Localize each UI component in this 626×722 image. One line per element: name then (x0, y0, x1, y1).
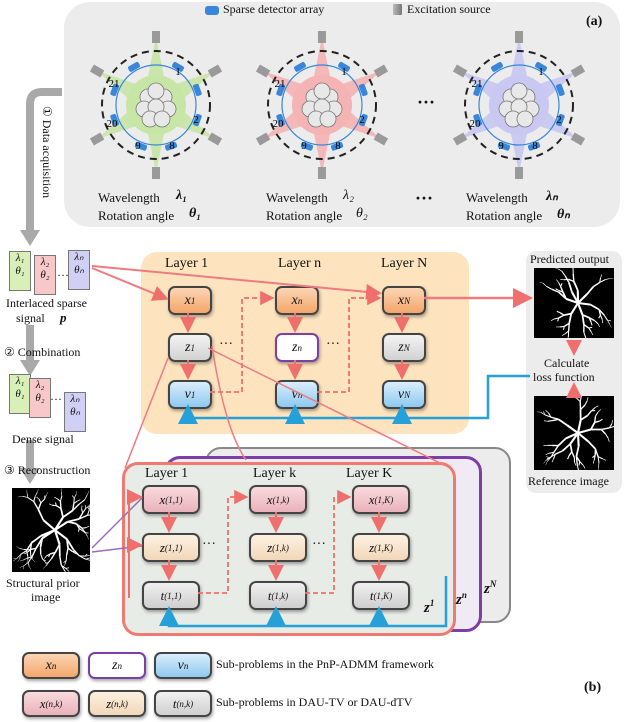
admm-layer-1-title: Layer 1 (165, 256, 209, 271)
dau-t-k: t(1,k) (249, 581, 307, 610)
legend-z-nk: z(n,k) (88, 690, 146, 717)
dense-dots: ··· (50, 392, 62, 406)
detector-legend-icon (205, 6, 219, 15)
detector-legend-label: Sparse detector array (223, 2, 325, 16)
interlaced-label-var: p (60, 310, 67, 325)
dau-z-K: z(1,K) (352, 533, 410, 562)
panel-b-label: (b) (584, 680, 602, 695)
view-1-lambda: λ₁ (176, 188, 188, 203)
dau-x-k: x(1,k) (249, 485, 307, 514)
view-2-lambda: λ₂ (343, 188, 354, 203)
source-legend-label: Excitation source (407, 2, 491, 16)
dau-layer-k-title: Layer k (253, 466, 297, 481)
vessel-drawing-predicted (539, 268, 614, 338)
legend-t-nk: t(n,k) (154, 690, 212, 717)
admm-layer-n-title: Layer n (278, 256, 322, 271)
dau-layer-K-title: Layer K (346, 466, 393, 481)
admm-layer-N-title: Layer N (381, 256, 428, 271)
views-ellipsis: ··· (417, 92, 436, 112)
predicted-output-label: Predicted output (530, 252, 609, 266)
dau-dots-2: ··· (312, 537, 326, 552)
step-data-acquisition: ① Data acquisition (40, 106, 54, 199)
dau-layer-1-title: Layer 1 (145, 466, 189, 481)
dense-signal-label: Dense signal (12, 432, 74, 446)
calc-loss-line1: Calculate (544, 356, 590, 370)
view-1-wavelength-label: Wavelength (98, 190, 160, 205)
interlaced-label-line2: signal (16, 311, 45, 325)
vessel-drawing-prior (12, 488, 90, 572)
panel-a-label: (a) (586, 14, 603, 29)
reference-image-label: Reference image (528, 474, 609, 488)
dau-t-K: t(1,K) (352, 581, 410, 610)
view-2-theta: θ₂ (356, 206, 368, 221)
dau-stack-label-z1: z1 (424, 598, 435, 616)
view-n-lambda: λₙ (546, 189, 558, 204)
view-2-rotation-label: Rotation angle (266, 208, 343, 223)
dau-z-1: z(1,1) (142, 533, 200, 562)
structural-prior-image (12, 488, 90, 572)
admm-dots-2: ··· (326, 337, 340, 352)
dau-x-1: x(1,1) (142, 485, 200, 514)
dau-z-k: z(1,k) (249, 533, 307, 562)
view-n-rotation-label: Rotation angle (466, 208, 543, 223)
step-combination: ② Combination (4, 345, 81, 359)
dau-stack-label-zN: zN (484, 579, 497, 597)
step-reconstruction: ③ Reconstruction (4, 463, 91, 477)
view-n-wavelength-label: Wavelength (466, 190, 528, 205)
legend-x-nk: x(n,k) (22, 690, 80, 717)
interlaced-label-line1: Interlaced sparse (6, 296, 87, 310)
view-1-rotation-label: Rotation angle (98, 208, 175, 223)
calc-loss-line2: loss function (533, 370, 595, 384)
view-2-wavelength-label: Wavelength (266, 190, 328, 205)
dau-dots-1: ··· (202, 537, 216, 552)
dau-stack-label-zn: zn (456, 590, 467, 608)
view-n-theta: θₙ (557, 207, 570, 222)
views-ellipsis-2: ··· (415, 188, 434, 208)
prior-label-line2: image (31, 590, 61, 604)
view-1-theta: θ₁ (189, 206, 202, 221)
dau-x-K: x(1,K) (352, 485, 410, 514)
vessel-drawing-reference (536, 396, 614, 470)
source-legend-icon (393, 4, 402, 15)
dau-t-1: t(1,1) (142, 581, 200, 610)
legend-row2-text: Sub-problems in DAU-TV or DAU-dTV (216, 695, 413, 709)
admm-dots-1: ··· (219, 337, 233, 352)
prior-label-line1: Structural prior (6, 576, 80, 590)
legend-row1-text: Sub-problems in the PnP-ADMM framework (216, 657, 434, 671)
signal-dots: ··· (57, 268, 69, 282)
